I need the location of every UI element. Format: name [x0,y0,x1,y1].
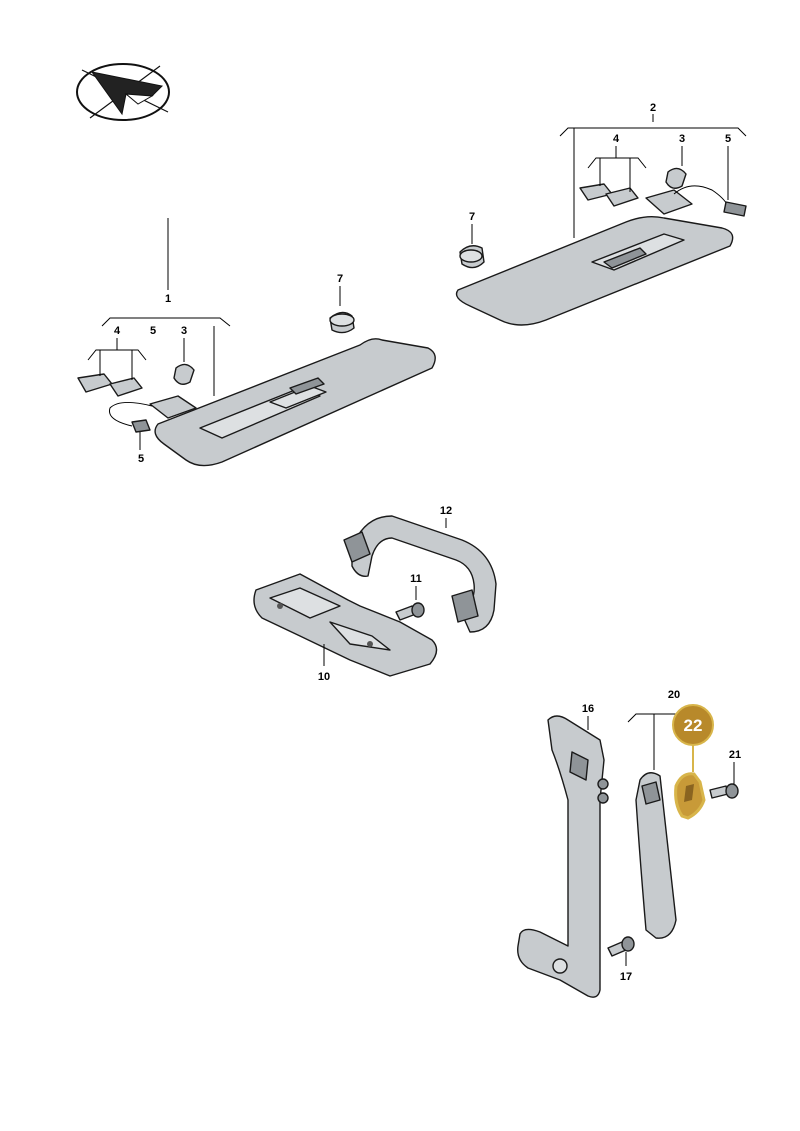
callout-10: 10 [318,671,330,683]
sun-visor-left [154,338,436,467]
callout-5-right: 5 [725,133,731,145]
callout-11: 11 [410,573,422,585]
highlight-badge-label: 22 [684,716,703,735]
callout-4-right: 4 [613,133,620,145]
callout-3-right: 3 [679,133,685,145]
strap-loop [635,772,677,939]
visor-light-left [173,363,195,385]
visor-light-right [665,167,687,189]
callout-5-bottom-left: 5 [138,453,144,465]
callout-12: 12 [440,505,452,517]
visor-mirror-cover-right [579,183,639,207]
callout-3-left: 3 [181,325,187,337]
paper-plane-logo-icon [76,63,170,121]
screw-21 [709,783,739,799]
callout-7-right: 7 [469,211,475,223]
callout-4-left: 4 [114,325,121,337]
callout-17: 17 [620,971,632,983]
visor-clip-left [329,311,355,334]
callout-20: 20 [668,689,680,701]
visor-wiring-right [645,185,747,217]
screw-17 [607,936,635,957]
grab-handle [343,515,497,633]
callout-1: 1 [165,293,171,305]
sun-visor-right [455,215,734,326]
visor-clip-right [459,245,485,269]
highlight-badge: 22 [672,704,714,746]
pillar-bracket [517,715,609,998]
screw-11 [395,602,425,621]
mounting-bracket [253,573,438,677]
callout-2: 2 [650,102,656,114]
callout-7-left: 7 [337,273,343,285]
callout-21: 21 [729,749,741,761]
highlighted-part-22 [674,772,706,820]
visor-mirror-cover-left [77,373,143,397]
callout-5-top-left: 5 [150,325,156,337]
callout-16: 16 [582,703,594,715]
visor-wiring-left [108,395,197,433]
